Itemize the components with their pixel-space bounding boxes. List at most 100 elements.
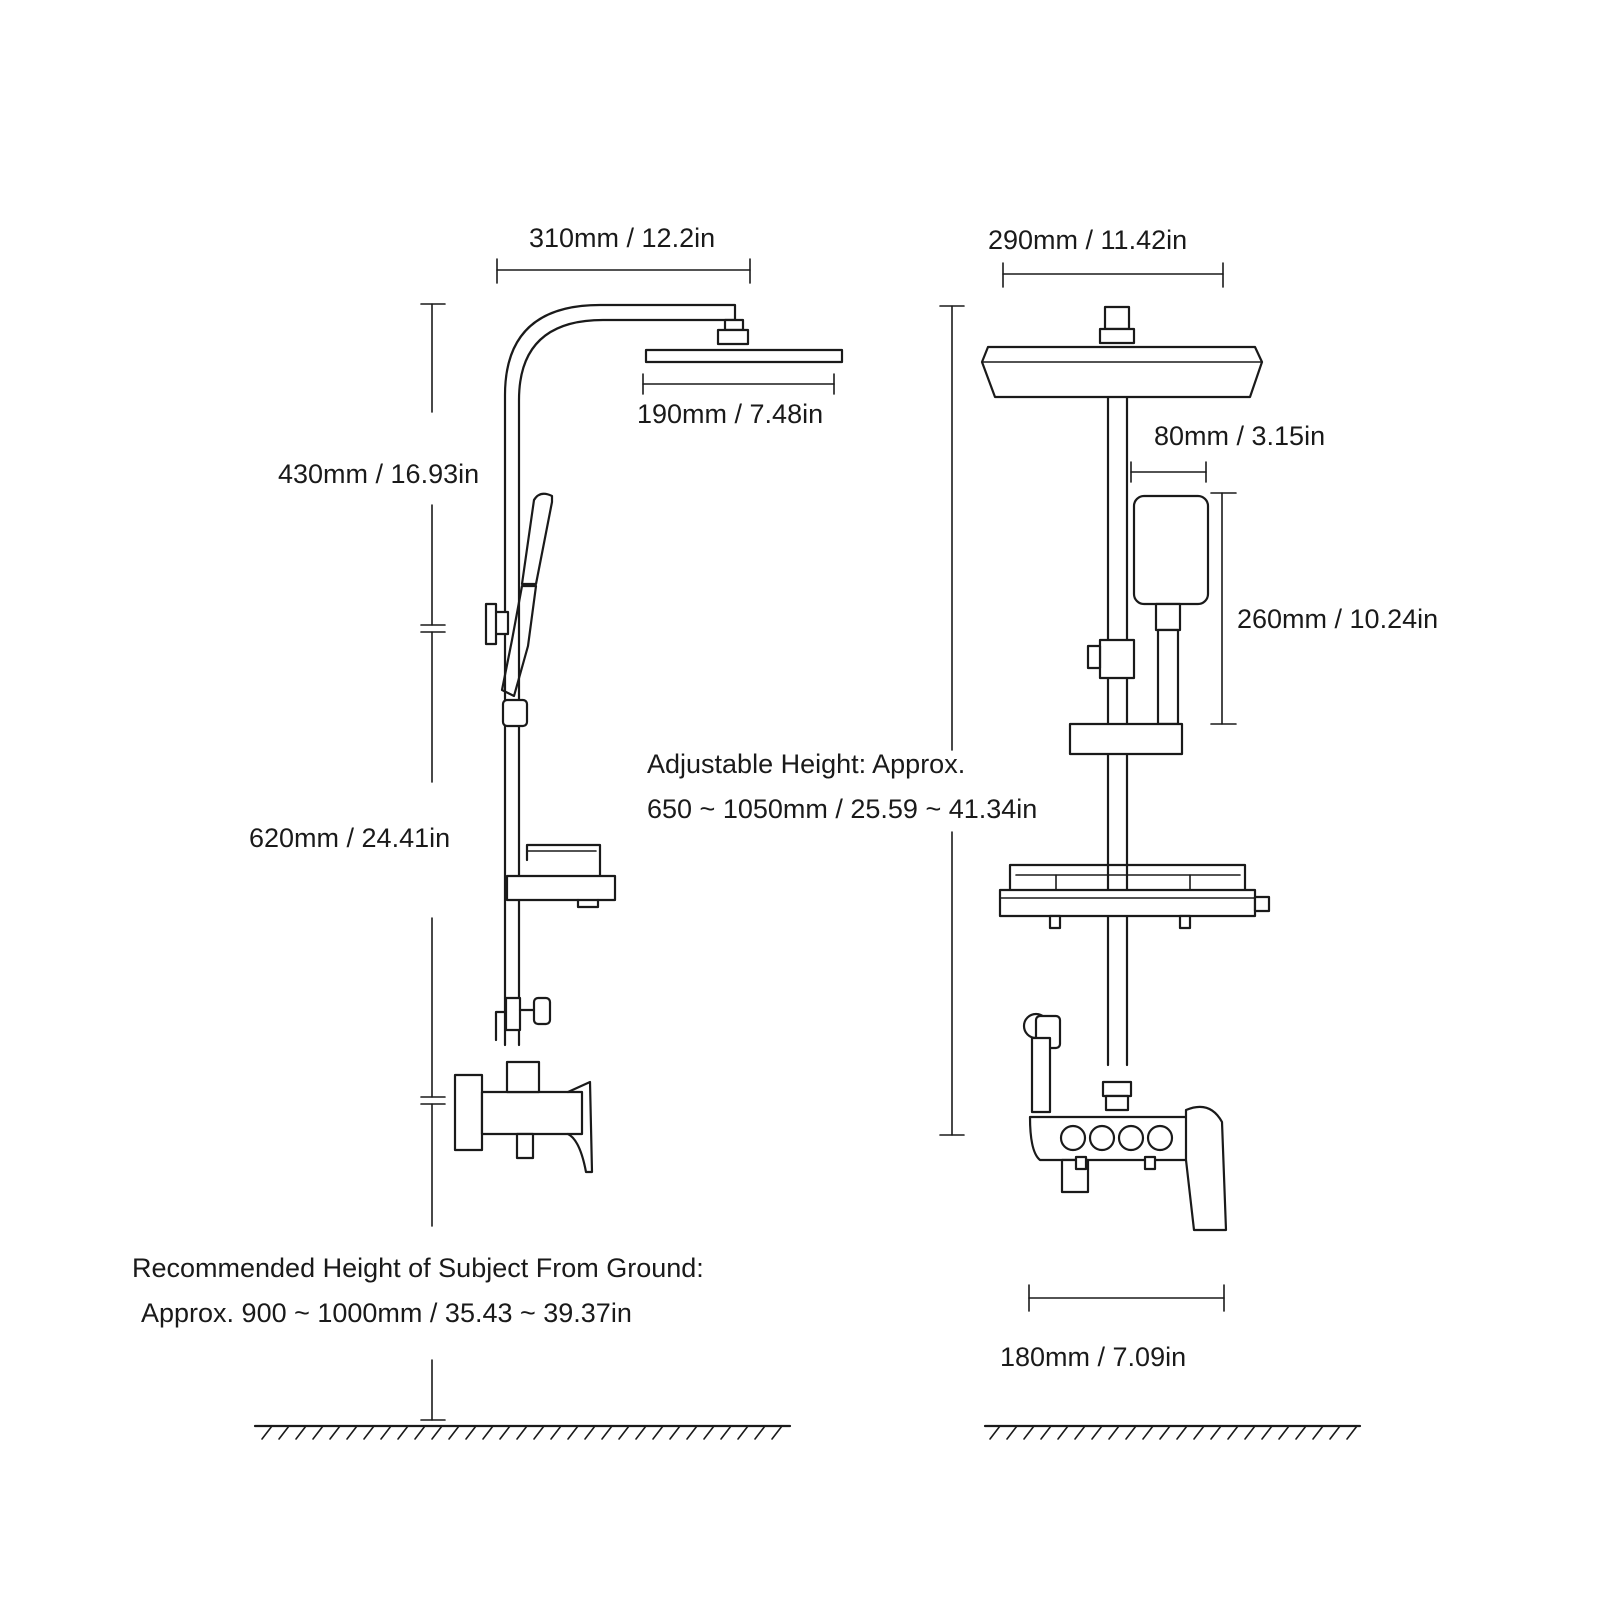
- ground-hatch-stroke: [703, 1425, 715, 1440]
- right-overhead-shower-head: [980, 345, 1264, 399]
- ground-hatch-stroke: [1244, 1425, 1256, 1440]
- right-sprayer-stem: [1030, 1036, 1052, 1114]
- left-valve-body: [480, 1090, 584, 1136]
- right-valve-button-2: [1088, 1124, 1116, 1152]
- right-slide-collar: [1068, 722, 1184, 756]
- ground-hatch-stroke: [1057, 1425, 1069, 1440]
- ground-hatch-stroke: [380, 1425, 392, 1440]
- ground-hatch-stroke: [635, 1425, 647, 1440]
- ground-hatch-stroke: [1142, 1425, 1154, 1440]
- right-shelf-rail: [1008, 863, 1247, 892]
- ground-hatch-stroke: [448, 1425, 460, 1440]
- ground-hatch-stroke: [618, 1425, 630, 1440]
- label-left-lower-height: 620mm / 24.41in: [249, 823, 451, 853]
- ground-hatch-stroke: [312, 1425, 324, 1440]
- right-riser-nut: [1104, 1094, 1130, 1112]
- label-right-top-width: 290mm / 11.42in: [988, 225, 1188, 255]
- ground-hatch-stroke: [669, 1425, 681, 1440]
- right-holder-knob: [1086, 644, 1102, 670]
- ground-hatch-stroke: [720, 1425, 732, 1440]
- ground-hatch-stroke: [278, 1425, 290, 1440]
- ground-hatch-stroke: [584, 1425, 596, 1440]
- label-left-top-width: 310mm / 12.2in: [529, 223, 716, 253]
- ground-hatch-stroke: [1227, 1425, 1239, 1440]
- label-right-handheld-height: 260mm / 10.24in: [1237, 604, 1439, 634]
- ground-hatch-stroke: [1329, 1425, 1341, 1440]
- ground-hatch-stroke: [1295, 1425, 1307, 1440]
- ground-hatch-stroke: [533, 1425, 545, 1440]
- ground-hatch-stroke: [1074, 1425, 1086, 1440]
- right-shelf-foot-1: [1048, 914, 1062, 930]
- ground-hatch-stroke: [737, 1425, 749, 1440]
- ground-hatch-stroke: [1108, 1425, 1120, 1440]
- left-handheld-shower: [520, 492, 554, 586]
- left-shower-side-view: [253, 303, 844, 1440]
- right-shelf-end-cap: [1253, 895, 1271, 913]
- label-right-bottom-width: 180mm / 7.09in: [1000, 1342, 1187, 1372]
- ground-hatch-stroke: [1210, 1425, 1222, 1440]
- right-riser-joint: [1101, 1080, 1133, 1098]
- left-shelf-rail: [525, 843, 602, 877]
- ground-hatch-stroke: [329, 1425, 341, 1440]
- left-handheld-handle: [500, 584, 538, 698]
- ground-hatch-stroke: [295, 1425, 307, 1440]
- ground-hatch-stroke: [414, 1425, 426, 1440]
- ground-hatch-stroke: [482, 1425, 494, 1440]
- left-slide-collar: [501, 698, 529, 728]
- right-valve-bolt-1: [1074, 1155, 1088, 1171]
- ground-hatch-stroke: [989, 1425, 1001, 1440]
- left-shelf-hook: [576, 898, 600, 909]
- label-left-upper-height: 430mm / 16.93in: [278, 459, 480, 489]
- ground-hatch-stroke: [1091, 1425, 1103, 1440]
- ground-hatch-stroke: [1176, 1425, 1188, 1440]
- ground-hatch-stroke: [567, 1425, 579, 1440]
- right-valve-button-4: [1146, 1124, 1174, 1152]
- label-left-head-width: 190mm / 7.48in: [637, 399, 824, 429]
- ground-hatch-stroke: [1125, 1425, 1137, 1440]
- left-sprayer-neck: [494, 1008, 536, 1042]
- ground-hatch-stroke: [1278, 1425, 1290, 1440]
- ground-hatch-stroke: [1312, 1425, 1324, 1440]
- left-ground-hatch: [261, 1425, 783, 1440]
- ground-hatch-stroke: [499, 1425, 511, 1440]
- ground-hatch-stroke: [397, 1425, 409, 1440]
- right-shelf-foot-2: [1178, 914, 1192, 930]
- right-handheld-head: [1132, 494, 1210, 606]
- left-shelf-body: [505, 874, 617, 902]
- ground-hatch-stroke: [771, 1425, 783, 1440]
- left-overhead-shower-head: [644, 348, 844, 364]
- ground-hatch-stroke: [465, 1425, 477, 1440]
- ground-hatch-stroke: [1261, 1425, 1273, 1440]
- label-adjustable-line2: 650 ~ 1050mm / 25.59 ~ 41.34in: [647, 794, 1038, 824]
- left-head-connector: [723, 318, 745, 332]
- right-holder-bracket: [1098, 638, 1136, 680]
- ground-hatch-stroke: [652, 1425, 664, 1440]
- left-head-nut: [716, 328, 750, 346]
- ground-hatch-stroke: [754, 1425, 766, 1440]
- left-sprayer-body: [532, 996, 552, 1026]
- right-shower-front-view: [980, 305, 1362, 1440]
- ground-hatch-stroke: [1023, 1425, 1035, 1440]
- right-valve-lever: [1184, 1105, 1228, 1232]
- right-ground-hatch: [989, 1425, 1358, 1440]
- ground-hatch-stroke: [516, 1425, 528, 1440]
- left-valve-lever: [566, 1080, 594, 1174]
- right-head-nut: [1098, 327, 1136, 345]
- ground-hatch-stroke: [261, 1425, 273, 1440]
- ground-hatch-stroke: [1159, 1425, 1171, 1440]
- right-head-connector: [1103, 305, 1131, 331]
- dimension-lines: [420, 258, 1237, 1421]
- ground-hatch-stroke: [1346, 1425, 1358, 1440]
- ground-hatch-stroke: [1040, 1425, 1052, 1440]
- ground-hatch-stroke: [363, 1425, 375, 1440]
- left-wall-plate: [453, 1073, 484, 1152]
- ground-hatch-stroke: [346, 1425, 358, 1440]
- right-valve-bolt-2: [1143, 1155, 1157, 1171]
- left-riser-pipe: [503, 303, 737, 1047]
- left-valve-outlet: [515, 1132, 535, 1160]
- label-recommended-line2: Approx. 900 ~ 1000mm / 35.43 ~ 39.37in: [141, 1298, 632, 1328]
- right-handheld-neck: [1154, 602, 1182, 632]
- right-valve-button-1: [1059, 1124, 1087, 1152]
- label-right-handheld-width: 80mm / 3.15in: [1154, 421, 1326, 451]
